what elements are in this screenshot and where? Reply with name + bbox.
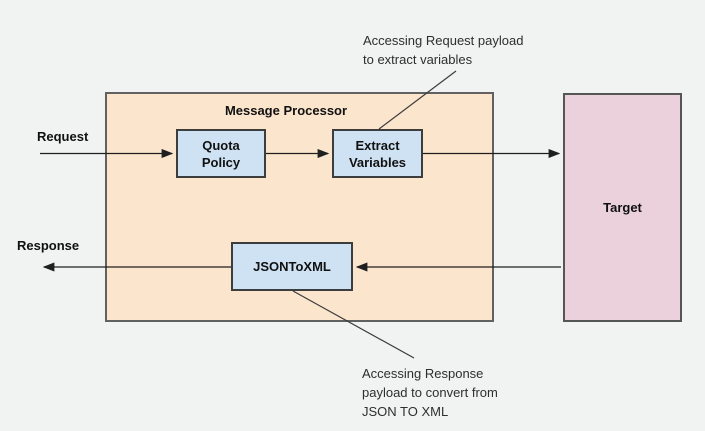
response-payload-annotation-line2: payload to convert from	[362, 385, 498, 400]
message-processor-title: Message Processor	[224, 103, 348, 118]
response-label: Response	[17, 238, 80, 253]
extract-variables-label-line1: Extract	[355, 137, 400, 153]
request-payload-annotation: Accessing Request payload to extract var…	[363, 31, 523, 69]
target-box: Target	[563, 93, 682, 322]
quota-policy-label-line1: Quota	[202, 137, 240, 153]
extract-variables-box: Extract Variables	[332, 129, 423, 178]
target-label: Target	[603, 200, 642, 215]
json-to-xml-label: JSONToXML	[253, 259, 331, 274]
extract-variables-label-line2: Variables	[348, 154, 407, 170]
response-payload-annotation-line1: Accessing Response	[362, 366, 484, 381]
response-payload-annotation-line3: JSON TO XML	[362, 404, 449, 419]
request-payload-annotation-line2: to extract variables	[363, 52, 473, 67]
quota-policy-label-line2: Policy	[201, 154, 241, 170]
response-payload-annotation: Accessing Response payload to convert fr…	[362, 364, 498, 421]
quota-policy-box: Quota Policy	[176, 129, 266, 178]
request-payload-annotation-line1: Accessing Request payload	[363, 33, 524, 48]
request-label: Request	[37, 129, 89, 144]
json-to-xml-box: JSONToXML	[231, 242, 353, 291]
